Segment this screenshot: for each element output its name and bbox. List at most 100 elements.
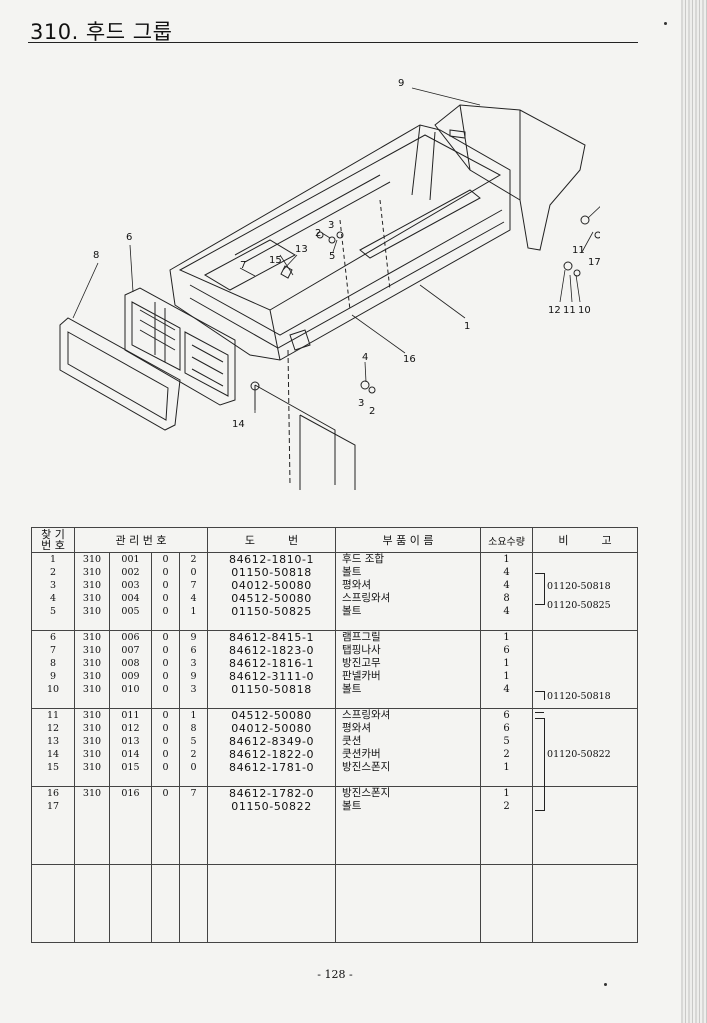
callout-10: 10 xyxy=(578,305,591,316)
cell: 4 xyxy=(503,606,510,617)
empty-cell xyxy=(109,864,152,943)
col-m3: 0 0 0 0 0 xyxy=(151,708,180,787)
header-seq-bottom: 번 호 xyxy=(41,539,65,552)
cell xyxy=(180,800,207,813)
col-part-name: 램프그릴 탭핑나사 방진고무 판넬카버 볼트 xyxy=(335,630,482,709)
col-m4: 1 8 5 2 0 xyxy=(178,708,209,787)
cell: 0 xyxy=(162,684,169,695)
header-mgmt: 관 리 번 호 xyxy=(73,527,209,553)
cell: 010 xyxy=(121,684,140,695)
cell: 12 xyxy=(46,723,60,734)
col-part-name: 방진스폰지 볼트 xyxy=(335,786,482,865)
cell: 310 xyxy=(82,580,102,591)
cell: 8 xyxy=(190,723,197,734)
cell: 84612-8415-1 xyxy=(228,631,315,644)
cell: 01150-50822 xyxy=(231,800,312,813)
cell: 006 xyxy=(121,632,140,643)
cell: 평와셔 xyxy=(342,722,372,734)
cell: 310 xyxy=(82,684,102,695)
col-m1: 310 310 310 310 310 xyxy=(74,630,110,709)
cell xyxy=(75,800,109,813)
cell: 5 xyxy=(190,736,197,747)
cell: 0 xyxy=(162,749,169,760)
cell: 310 xyxy=(82,788,102,799)
cell: 014 xyxy=(121,749,140,760)
col-qty: 6 6 5 2 1 xyxy=(480,708,534,787)
cell: 16 xyxy=(46,788,60,799)
hood-assembly-drawing xyxy=(169,124,511,361)
cell: 2 xyxy=(190,749,197,760)
cell: 4 xyxy=(503,684,510,695)
cell: 10 xyxy=(46,684,60,695)
cell: 2 xyxy=(190,554,197,565)
cell: 84612-3111-0 xyxy=(228,670,315,683)
cell: 84612-1782-0 xyxy=(228,787,315,800)
cell: 009 xyxy=(121,671,140,682)
cell: 0 xyxy=(162,671,169,682)
cell: 1 xyxy=(503,632,510,643)
cell: 9 xyxy=(190,632,197,643)
col-m1: 310 310 310 310 310 xyxy=(74,708,110,787)
cell: 스프링와셔 xyxy=(342,592,391,604)
cell: 0 xyxy=(162,593,169,604)
cell: 0 xyxy=(162,632,169,643)
scan-speck xyxy=(664,22,667,25)
cell: 0 xyxy=(162,606,169,617)
remark-text: 01120-50818 xyxy=(547,691,611,702)
cell: 0 xyxy=(162,658,169,669)
page-title: 310. 후드 그룹 xyxy=(30,20,173,44)
callout-11: 11 xyxy=(572,245,585,256)
col-m4: 9 6 3 9 3 xyxy=(178,630,209,709)
cell: 04512-50080 xyxy=(231,592,312,605)
cell: 0 xyxy=(162,710,169,721)
lamp-grille-drawing xyxy=(124,287,236,406)
remark-text: 01120-50818 xyxy=(547,581,611,592)
col-part-name: 스프링와셔 평와셔 쿳션 쿳션카버 방진스폰지 xyxy=(335,708,482,787)
remark-text: 01120-50825 xyxy=(547,600,611,611)
cell: 15 xyxy=(46,762,60,773)
cell: 볼트 xyxy=(342,566,362,578)
cell: 0 xyxy=(162,554,169,565)
cell: 310 xyxy=(82,723,102,734)
cell: 6 xyxy=(503,710,510,721)
cell: 후드 조합 xyxy=(342,553,385,565)
cell: 0 xyxy=(162,645,169,656)
col-m2: 016 xyxy=(109,786,152,865)
col-drawing: 04512-50080 04012-50080 84612-8349-0 846… xyxy=(207,708,337,787)
leader-lines xyxy=(72,87,600,413)
col-part-name: 후드 조합 볼트 평와셔 스프링와셔 볼트 xyxy=(335,552,482,631)
cell: 2 xyxy=(503,801,510,812)
cell: 6 xyxy=(503,645,510,656)
cell: 015 xyxy=(121,762,140,773)
cell: 8 xyxy=(49,658,57,669)
cell: 01150-50818 xyxy=(231,566,312,579)
cell: 램프그릴 xyxy=(342,631,381,643)
cell: 004 xyxy=(121,593,140,604)
cell: 5 xyxy=(49,606,57,617)
cell: 14 xyxy=(46,749,60,760)
cell: 1 xyxy=(190,606,197,617)
cell: 310 xyxy=(82,671,102,682)
cell: 84612-1822-0 xyxy=(228,748,315,761)
exploded-view-diagram: 9 12 11 17 12 11 10 6 8 2 3 13 15 7 5 1 … xyxy=(59,78,600,490)
col-no: 16 17 xyxy=(31,786,75,865)
cell: 310 xyxy=(82,736,102,747)
table-header-row: 찾 기 번 호 관 리 번 호 도 번 부 품 이 름 소요수량 비 고 xyxy=(31,527,639,553)
cell: 쿳션카버 xyxy=(342,748,381,760)
cell: 13 xyxy=(46,736,60,747)
callout-labels: 9 12 11 17 12 11 10 6 8 2 3 13 15 7 5 1 … xyxy=(93,78,600,430)
cell: 310 xyxy=(82,606,102,617)
callout-12b: 12 xyxy=(548,305,561,316)
cell: 0 xyxy=(162,736,169,747)
callout-8: 8 xyxy=(93,250,99,261)
callout-14: 14 xyxy=(232,419,245,430)
remark-bracket xyxy=(535,785,546,811)
cell: 1 xyxy=(503,762,510,773)
col-remarks: 01120-50818 01120-50825 xyxy=(532,552,639,631)
cell: 013 xyxy=(121,736,140,747)
cell: 310 xyxy=(82,593,102,604)
panel-cover-drawing xyxy=(434,104,586,251)
cell: 1 xyxy=(49,554,57,565)
callout-2b: 2 xyxy=(369,406,375,417)
cell: 3 xyxy=(49,580,57,591)
